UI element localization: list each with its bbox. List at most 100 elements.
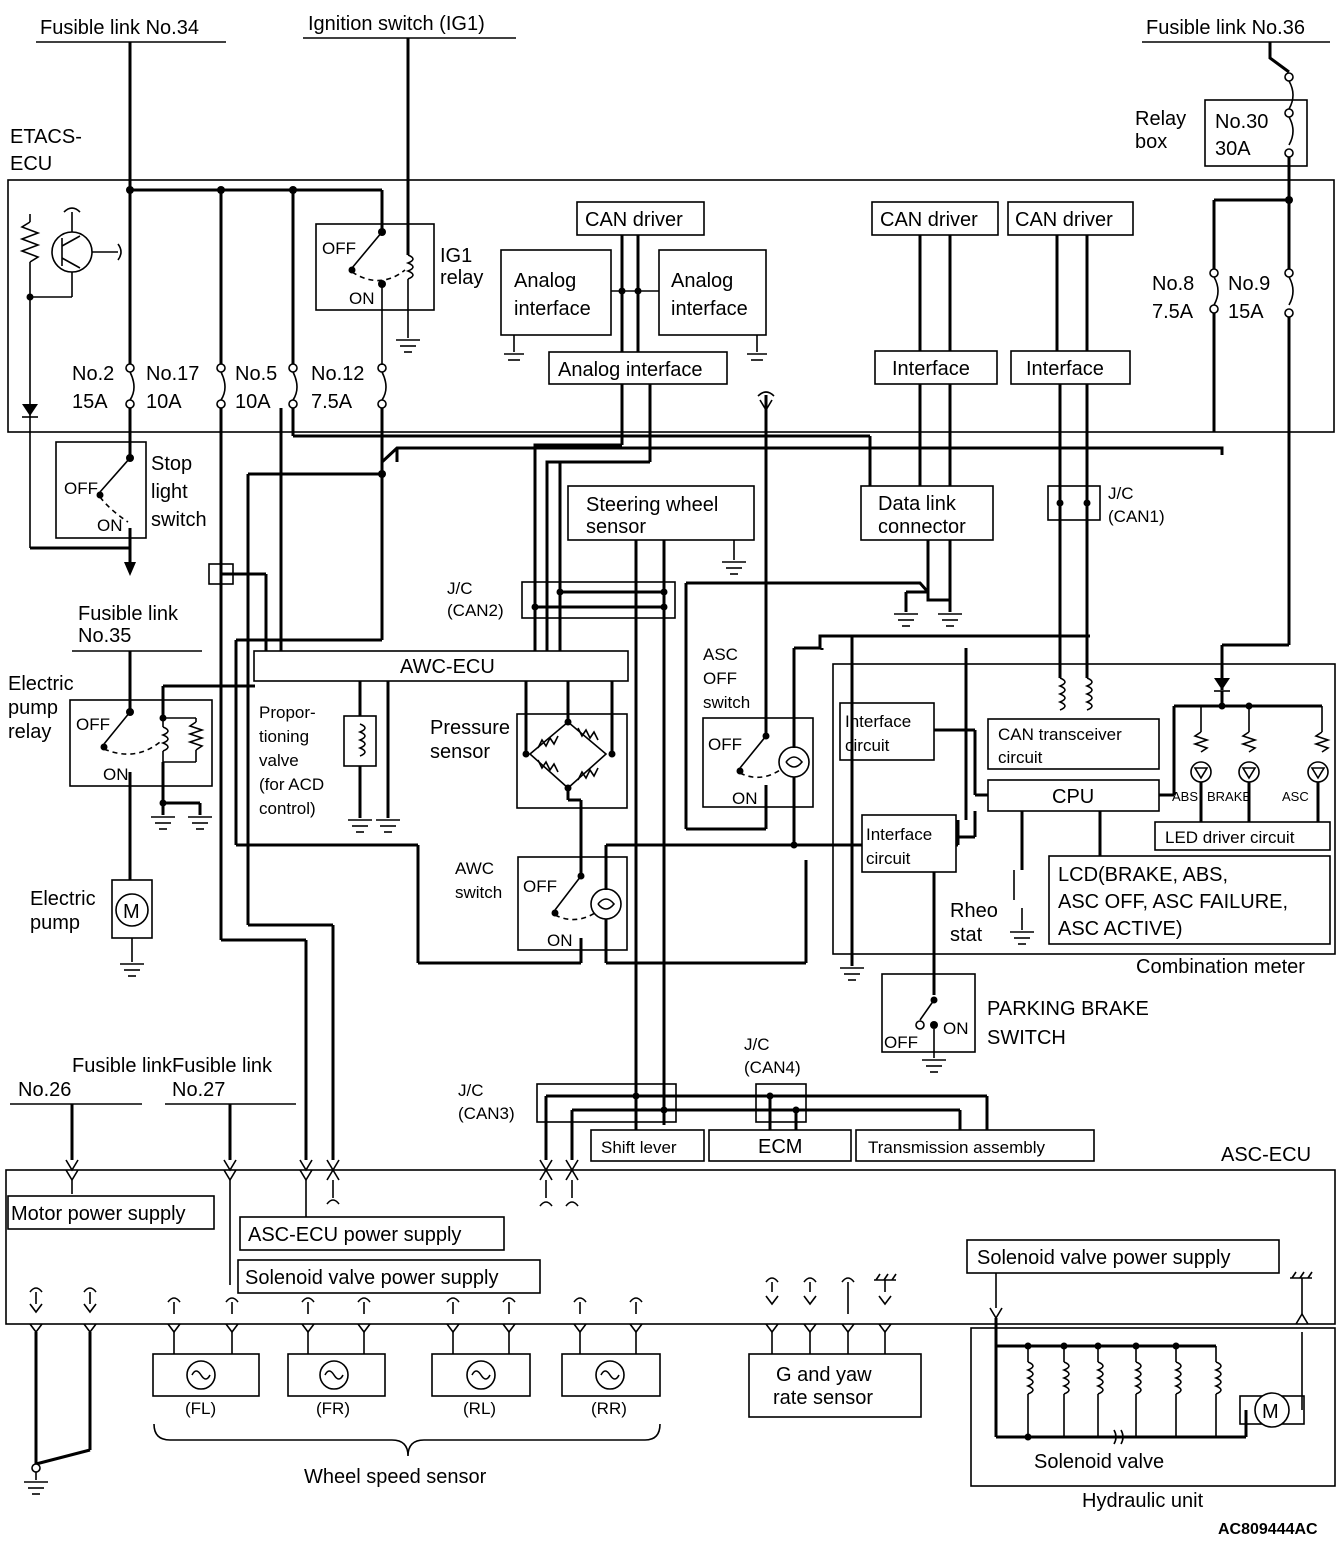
fusible-link-26-l2: No.26 [18, 1079, 71, 1101]
can-driver-1-label: CAN driver [585, 209, 683, 231]
solenoid-power-supply-2-label: Solenoid valve power supply [977, 1247, 1231, 1269]
awc-ecu-label: AWC-ECU [400, 656, 495, 678]
g-sensor-l1: G and yaw [776, 1364, 872, 1386]
etacs-label-2: ECU [10, 153, 52, 175]
relay-box: Relay box No.30 30A [1135, 99, 1308, 167]
solenoid-power-supply-2-box [966, 1239, 1280, 1274]
fuse-no12-amp: 7.5A [311, 391, 353, 413]
analog-interface-right-l1: Analog [671, 270, 733, 292]
hydraulic-unit-label: Hydraulic unit [1082, 1490, 1204, 1512]
hydraulic-motor-label: M [1262, 1401, 1279, 1423]
asc-off-l2: OFF [703, 669, 737, 688]
relay-box-label-1: Relay [1135, 108, 1186, 130]
jc-can1-l2: (CAN1) [1108, 507, 1165, 526]
electric-pump-label-1: Electric [30, 888, 96, 910]
fuse-no2-amp: 15A [72, 391, 108, 413]
shift-lever-box [590, 1129, 705, 1162]
steering-wheel-sensor-box [567, 485, 755, 541]
fuse-no30-amp: 30A [1215, 138, 1251, 160]
jc-can4-box [755, 1083, 807, 1123]
fuse-no9: No.9 15A [1228, 268, 1294, 323]
fuse-no17: No.17 10A [146, 363, 199, 413]
pump-relay-off: OFF [76, 715, 110, 734]
fusible-link-36-label: Fusible link No.36 [1146, 17, 1305, 39]
led-asc-icon: ASC [1282, 706, 1331, 804]
jc-can1-l1: J/C [1108, 484, 1134, 503]
jc-can2-l2: (CAN2) [447, 601, 504, 620]
ground-icon [396, 339, 420, 353]
fuse-no17-amp: 10A [146, 391, 182, 413]
lcd-l2: ASC OFF, ASC FAILURE, [1058, 891, 1288, 913]
resistor-icon [19, 214, 73, 301]
awc-switch-on: ON [547, 931, 573, 950]
lcd-box [1048, 855, 1331, 945]
wheel-sensor-brace [153, 1423, 661, 1457]
can-driver-3-label: CAN driver [1015, 209, 1113, 231]
interface-1-box [874, 350, 998, 385]
analog-interface-left [500, 249, 612, 336]
asc-off-l3: switch [703, 693, 750, 712]
fusible-link-35-l1: Fusible link [78, 603, 179, 625]
prop-valve-l3: valve [259, 751, 299, 770]
wheel-fr-label: (FR) [316, 1399, 350, 1418]
prop-valve-l5: control) [259, 799, 316, 818]
interface-circuit-1-l1: Interface [845, 712, 911, 731]
fusible-link-36: Fusible link No.36 [1142, 17, 1330, 43]
fuse-no2: No.2 15A [72, 363, 114, 413]
transmission-label: Transmission assembly [868, 1138, 1045, 1157]
connector-pins-bottom [29, 1271, 1313, 1334]
jc-can3-l2: (CAN3) [458, 1104, 515, 1123]
interface-2-box [1010, 350, 1131, 385]
asc-ecu-power-supply-label: ASC-ECU power supply [248, 1224, 461, 1246]
interface-circuit-1-l2: circuit [845, 736, 890, 755]
asc-ecu-label: ASC-ECU [1221, 1144, 1311, 1166]
combination-meter-label: Combination meter [1136, 956, 1305, 978]
stop-light-label-3: switch [151, 509, 207, 531]
led-brake-label: BRAKE [1207, 789, 1251, 804]
wheel-speed-sensor-label: Wheel speed sensor [304, 1466, 487, 1488]
shift-lever-label: Shift lever [601, 1138, 677, 1157]
fusible-link-35-l2: No.35 [78, 625, 131, 647]
rheostat-l1: Rheo [950, 900, 998, 922]
prop-valve-l1: Propor- [259, 703, 316, 722]
parking-brake-l2: SWITCH [987, 1027, 1066, 1049]
cpu-label: CPU [1052, 786, 1094, 808]
awc-switch-l2: switch [455, 883, 502, 902]
steering-sensor-l2: sensor [586, 516, 646, 538]
led-driver-label: LED driver circuit [1165, 828, 1295, 847]
fuse-no8-amp: 7.5A [1152, 301, 1194, 323]
analog-interface-left-l1: Analog [514, 270, 576, 292]
fuse-no5: No.5 10A [235, 363, 277, 413]
wheel-speed-sensor-rr: (RR) [561, 1332, 661, 1418]
jc-can2-box [521, 581, 676, 619]
pump-relay-label-3: relay [8, 721, 51, 743]
can-transceiver-l1: CAN transceiver [998, 725, 1122, 744]
ground-icon [151, 816, 212, 830]
transmission-box [855, 1129, 1095, 1162]
rheostat-l2: stat [950, 924, 983, 946]
figure-code: AC809444AC [1218, 1521, 1318, 1538]
parking-brake-l1: PARKING BRAKE [987, 998, 1149, 1020]
stop-light-switch: OFF ON Stop light switch [55, 441, 207, 539]
fuse-no30-label: No.30 [1215, 111, 1268, 133]
led-brake-icon: BRAKE [1207, 706, 1260, 804]
rheostat: Rheo stat [950, 870, 1034, 946]
combination-meter-box [832, 663, 1336, 955]
data-link-connector-box [860, 485, 994, 541]
pressure-sensor: Pressure sensor [430, 713, 628, 809]
asc-off-l1: ASC [703, 645, 738, 664]
fuse-no12-label: No.12 [311, 363, 364, 385]
fuse-no9-label: No.9 [1228, 273, 1270, 295]
g-yaw-sensor-box [748, 1353, 922, 1418]
prop-valve-l4: (for ACD [259, 775, 324, 794]
pump-motor-icon: M [1239, 1332, 1305, 1428]
fuse-no17-label: No.17 [146, 363, 199, 385]
ig1-relay-on: ON [349, 289, 375, 308]
ig1-relay: OFF ON IG1 relay [315, 223, 483, 365]
awc-switch: AWC switch OFF ON [455, 856, 628, 951]
wheel-speed-sensor-rl: (RL) [431, 1332, 531, 1418]
jc-can1-box [1047, 485, 1101, 521]
electric-pump-label-2: pump [30, 912, 80, 934]
solenoid-power-supply-label: Solenoid valve power supply [245, 1267, 499, 1289]
lcd-l3: ASC ACTIVE) [1058, 918, 1182, 940]
